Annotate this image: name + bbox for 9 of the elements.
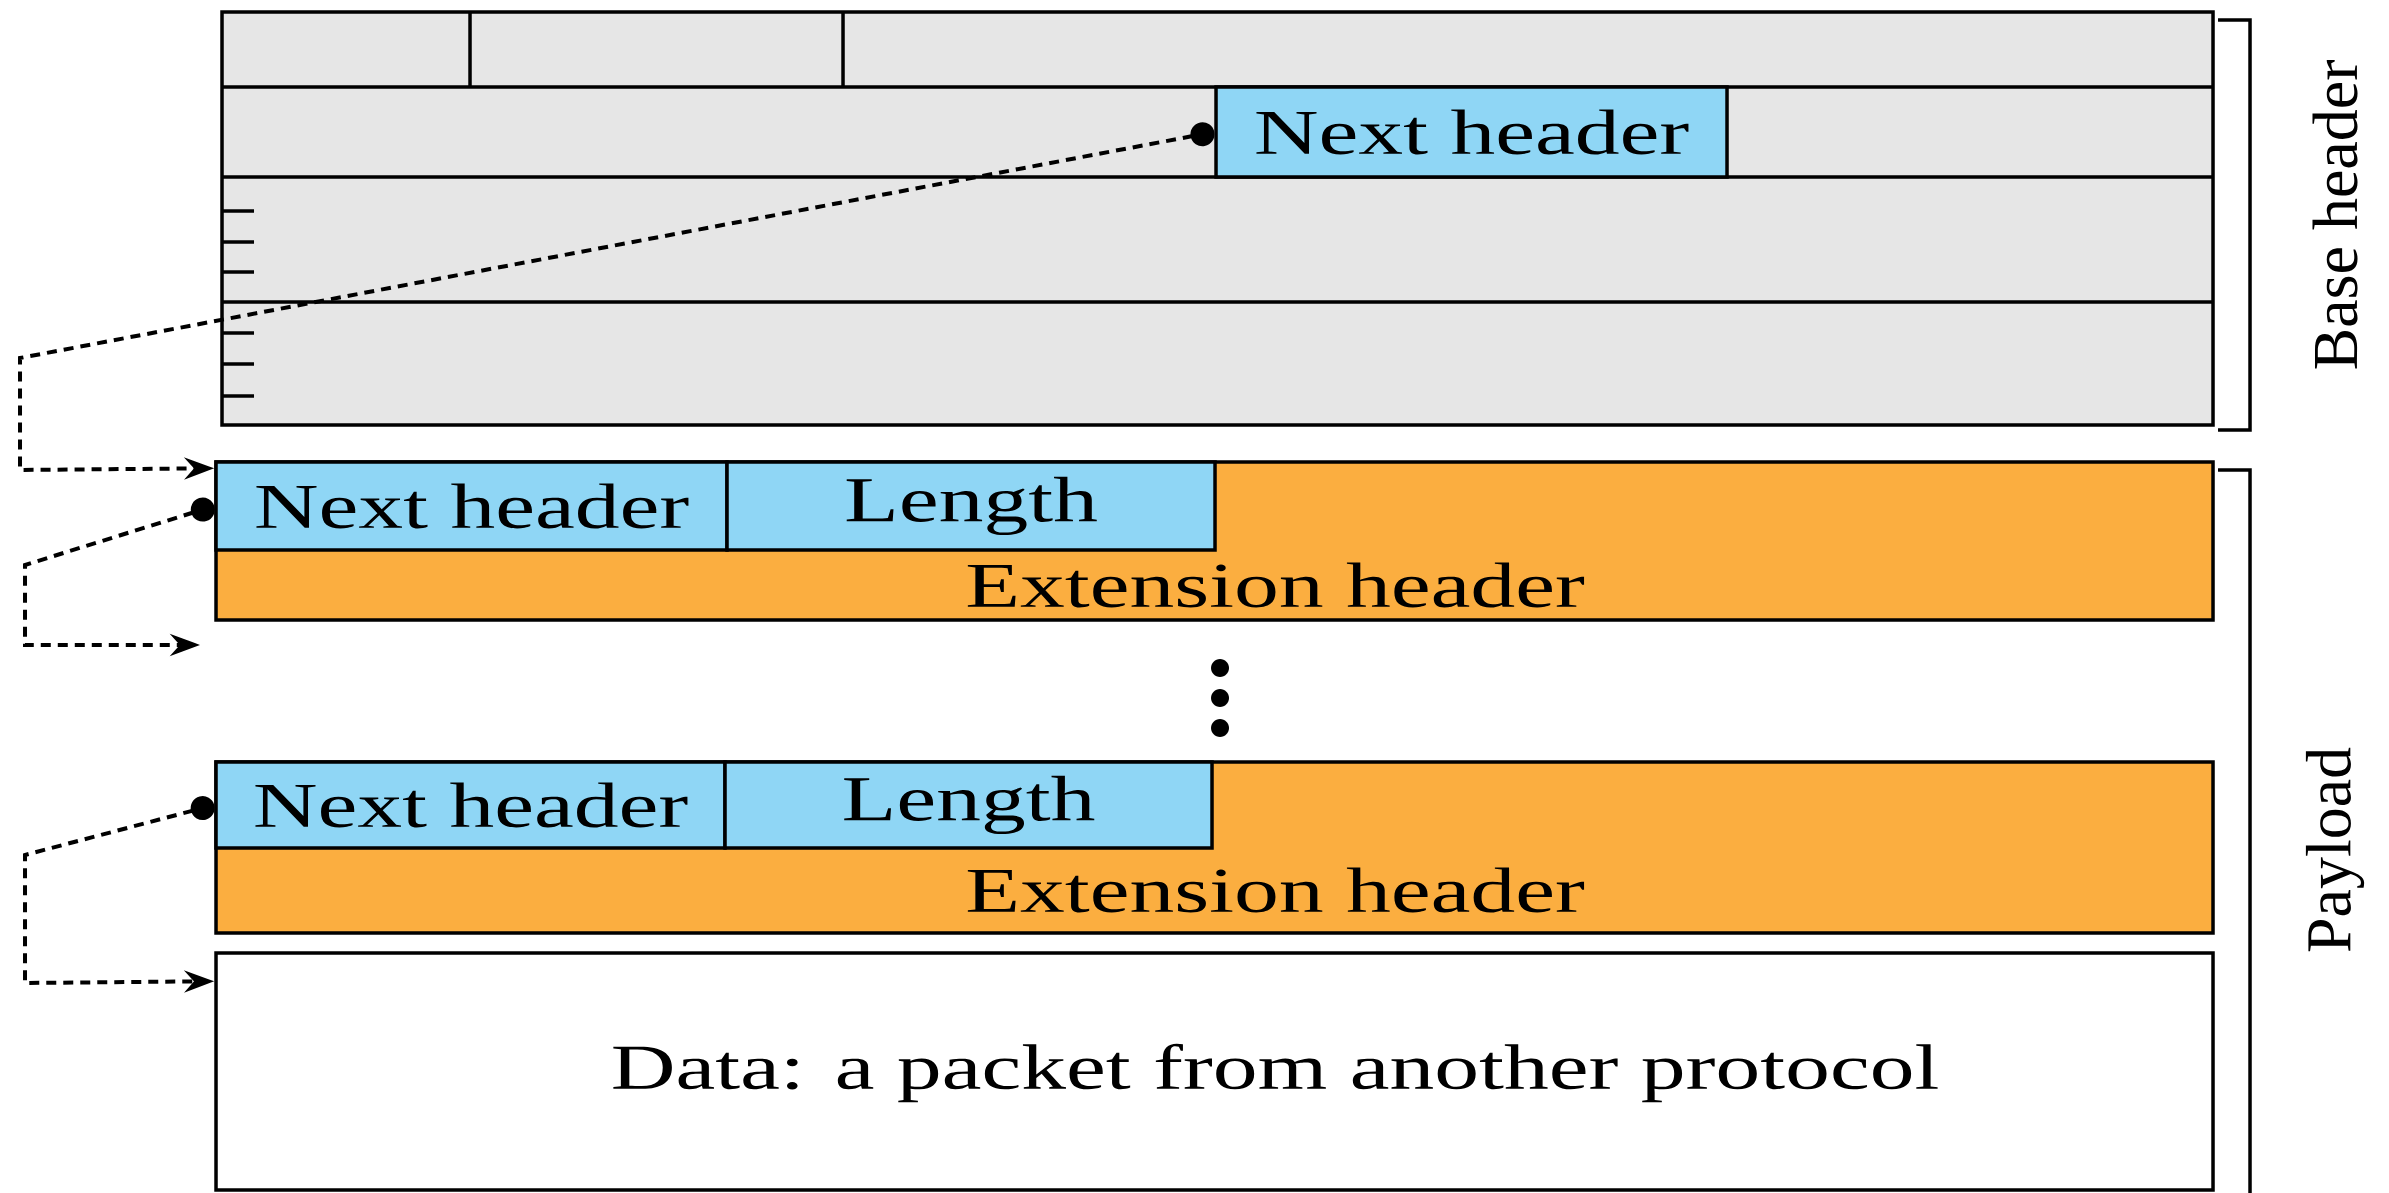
bracket-label: Base header [2312, 60, 2358, 369]
field-cell: Length [723, 760, 1214, 850]
field-cell: Next header [214, 760, 727, 850]
header-block [220, 10, 2215, 427]
bracket-label: Payload [2305, 747, 2365, 952]
field-cell: Next header [1214, 85, 1729, 179]
field-cell: Next header [214, 460, 729, 552]
data-box: Data: a packet from another protocol [214, 951, 2215, 1192]
field-cell: Length [725, 460, 1217, 552]
